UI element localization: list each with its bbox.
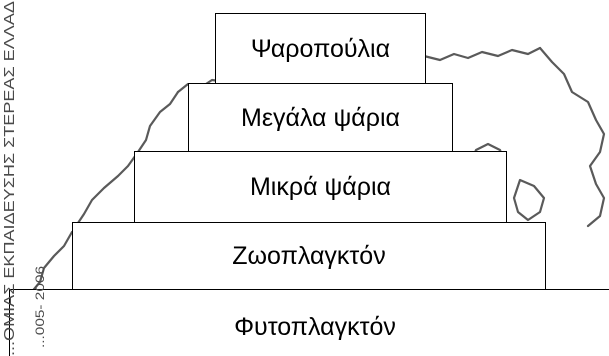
map-outline-northwest — [74, 90, 180, 228]
map-outline-west-coast — [28, 230, 74, 296]
pyramid-level-5-label: Φυτοπλαγκτόν — [234, 312, 396, 341]
pyramid-level-2-label: Μεγάλα ψάρια — [241, 103, 400, 132]
pyramid-level-2: Μεγάλα ψάρια — [188, 83, 453, 153]
map-outline-east — [538, 46, 606, 228]
pyramid-level-1: Ψαροπούλια — [215, 13, 426, 85]
pyramid-level-3: Μικρά ψάρια — [134, 151, 507, 224]
pyramid-level-4: Ζωοπλαγκτόν — [72, 222, 546, 291]
map-outline-bay — [512, 178, 546, 222]
pyramid-level-3-label: Μικρά ψάρια — [249, 173, 391, 201]
pyramid-level-5: Φυτοπλαγκτόν — [9, 289, 609, 356]
pyramid-level-1-label: Ψαροπούλια — [250, 34, 391, 63]
pyramid-level-4-label: Ζωοπλαγκτόν — [232, 242, 386, 270]
